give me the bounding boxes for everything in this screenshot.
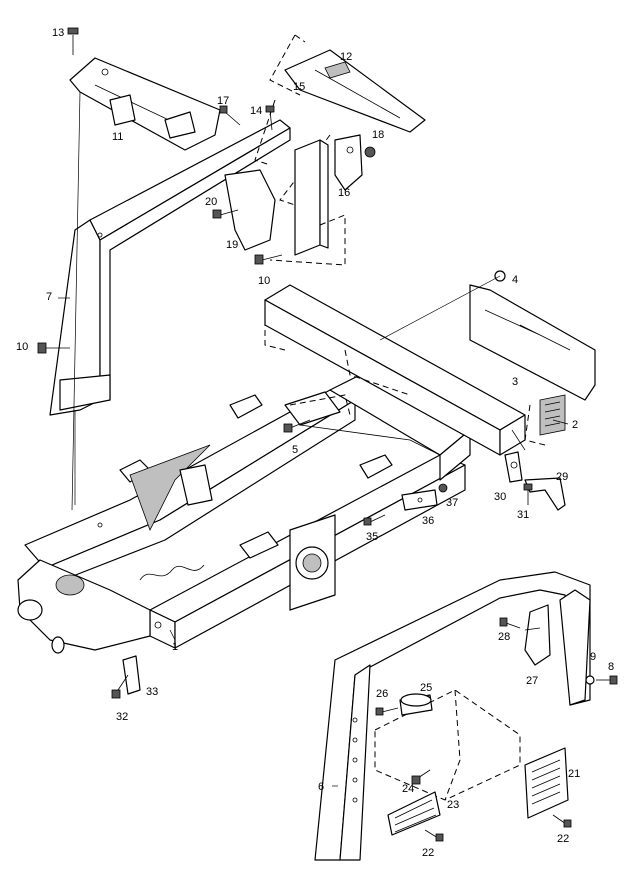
callout-12: 12 xyxy=(340,51,352,63)
callout-27: 27 xyxy=(526,675,538,687)
callout-36: 36 xyxy=(422,515,434,527)
fasteners xyxy=(37,27,618,842)
callout-23: 23 xyxy=(447,799,459,811)
callout-28: 28 xyxy=(498,631,510,643)
callout-4: 4 xyxy=(512,274,518,286)
callout-1: 1 xyxy=(172,641,178,653)
callout-26: 26 xyxy=(376,688,388,700)
callout-31: 31 xyxy=(517,509,529,521)
side-frame xyxy=(314,571,591,861)
grilles xyxy=(387,747,569,836)
callout-15: 15 xyxy=(293,81,305,93)
rear-beam xyxy=(264,284,596,456)
callout-25: 25 xyxy=(420,682,432,694)
main-frame xyxy=(17,369,471,654)
callout-9: 9 xyxy=(590,651,596,663)
callout-2: 2 xyxy=(572,419,578,431)
callout-14: 14 xyxy=(250,105,262,117)
vertical-brackets xyxy=(224,134,363,266)
callout-17: 17 xyxy=(217,95,229,107)
callout-22-right: 22 xyxy=(557,833,569,845)
callout-13: 13 xyxy=(52,27,64,39)
rubber-block xyxy=(524,394,566,446)
callout-22-left: 22 xyxy=(422,847,434,859)
callout-24: 24 xyxy=(402,783,414,795)
callout-5: 5 xyxy=(292,444,298,456)
callout-33: 33 xyxy=(146,686,158,698)
callout-7: 7 xyxy=(46,291,52,303)
callout-3: 3 xyxy=(512,376,518,388)
top-plate xyxy=(69,57,221,151)
callout-29: 29 xyxy=(556,471,568,483)
callout-11: 11 xyxy=(112,131,123,143)
callout-labels: 1 2 3 4 5 6 7 8 9 10 10 11 12 13 14 15 1… xyxy=(16,27,614,859)
clip-parts xyxy=(401,451,566,511)
callout-18: 18 xyxy=(372,129,384,141)
callout-16: 16 xyxy=(338,187,350,199)
callout-10-lower: 10 xyxy=(258,275,270,287)
callout-21: 21 xyxy=(568,768,580,780)
leader-lines xyxy=(58,91,569,787)
upright-frame xyxy=(49,119,291,416)
callout-20: 20 xyxy=(205,196,217,208)
callout-6: 6 xyxy=(318,781,324,793)
callout-19: 19 xyxy=(226,239,238,251)
callout-8: 8 xyxy=(608,661,614,673)
callout-30: 30 xyxy=(494,491,506,503)
callout-10-upper: 10 xyxy=(16,341,28,353)
callout-35: 35 xyxy=(366,531,378,543)
callout-37: 37 xyxy=(446,497,458,509)
callout-32: 32 xyxy=(116,711,128,723)
bracket-plate xyxy=(254,34,426,206)
